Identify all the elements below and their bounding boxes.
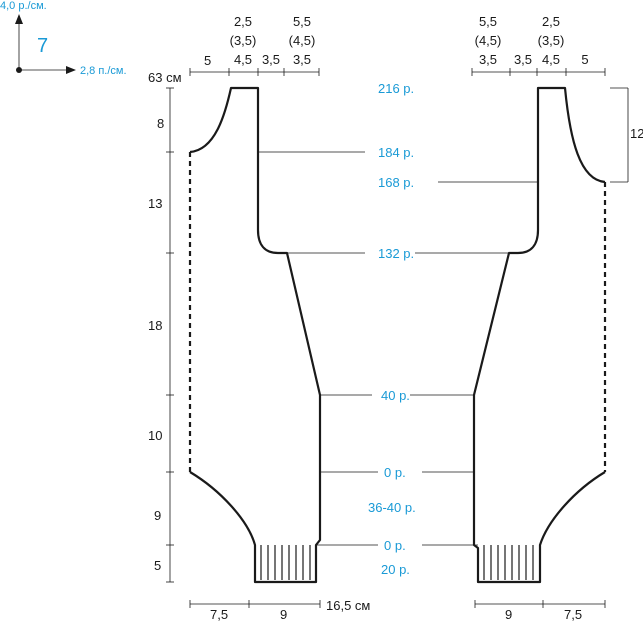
left-top-width-2-line-2: (3,5) [230,33,257,48]
row-label-36-40: 36-40 р. [368,500,416,515]
left-top-width-4-line-1: 5,5 [293,14,311,29]
left-piece: 5 2,5 (3,5) 4,5 3,5 5,5 (4,5) 3,5 63 см … [148,14,370,622]
right-top-width-3-line-2: (3,5) [538,33,565,48]
right-bottom-width-2: 7,5 [564,607,582,622]
row-label-168: 168 р. [378,175,414,190]
right-top-width-1-line-2: (4,5) [475,33,502,48]
right-top-width-2: 3,5 [514,52,532,67]
left-height-6: 5 [154,558,161,573]
left-height-5: 9 [154,508,161,523]
left-total-height: 63 см [148,70,182,85]
left-piece-outline [189,86,322,584]
left-bottom-total: 16,5 см [326,598,370,613]
left-top-width-1: 5 [204,53,211,68]
gauge-origin-dot [16,67,22,73]
left-bottom-width-1: 7,5 [210,607,228,622]
left-height-2: 13 [148,196,162,211]
right-piece: 5,5 (4,5) 3,5 3,5 2,5 (3,5) 4,5 5 12 [471,14,643,622]
right-ribbing [483,545,534,580]
gauge-horizontal-label: 2,8 п./см. [80,65,127,77]
row-label-216: 216 р. [378,81,414,96]
row-label-0-bottom: 0 р. [384,538,406,553]
right-top-width-3-line-1: 2,5 [542,14,560,29]
right-top-width-4: 5 [581,52,588,67]
left-height-1: 8 [157,116,164,131]
row-label-132: 132 р. [378,246,414,261]
gauge-vertical-label: 4,0 р./см. [0,0,47,12]
right-piece-outline [472,86,606,584]
row-label-0-top: 0 р. [384,465,406,480]
left-top-width-4-line-2: (4,5) [289,33,316,48]
right-top-width-1-line-1: 5,5 [479,14,497,29]
row-labels: 216 р. 184 р. 168 р. 132 р. 40 р. 0 р. 3… [368,81,416,577]
left-height-3: 18 [148,318,162,333]
pattern-number: 7 [37,35,48,57]
gauge-up-arrow-icon [15,14,23,24]
right-side-height: 12 [630,126,643,141]
gauge-indicator: 4,0 р./см. 2,8 п./см. 7 [0,0,127,77]
row-label-20: 20 р. [381,562,410,577]
row-label-40: 40 р. [381,388,410,403]
left-top-width-3: 3,5 [262,52,280,67]
left-height-4: 10 [148,428,162,443]
right-top-width-3-line-3: 4,5 [542,52,560,67]
row-leader-lines [258,151,538,546]
left-ribbing [260,545,311,580]
gauge-right-arrow-icon [66,66,76,74]
right-bottom-width-1: 9 [505,607,512,622]
left-bottom-width-2: 9 [280,607,287,622]
left-top-width-2-line-3: 4,5 [234,52,252,67]
row-label-184: 184 р. [378,145,414,160]
left-top-width-4-line-3: 3,5 [293,52,311,67]
left-top-width-2-line-1: 2,5 [234,14,252,29]
right-top-width-1-line-3: 3,5 [479,52,497,67]
